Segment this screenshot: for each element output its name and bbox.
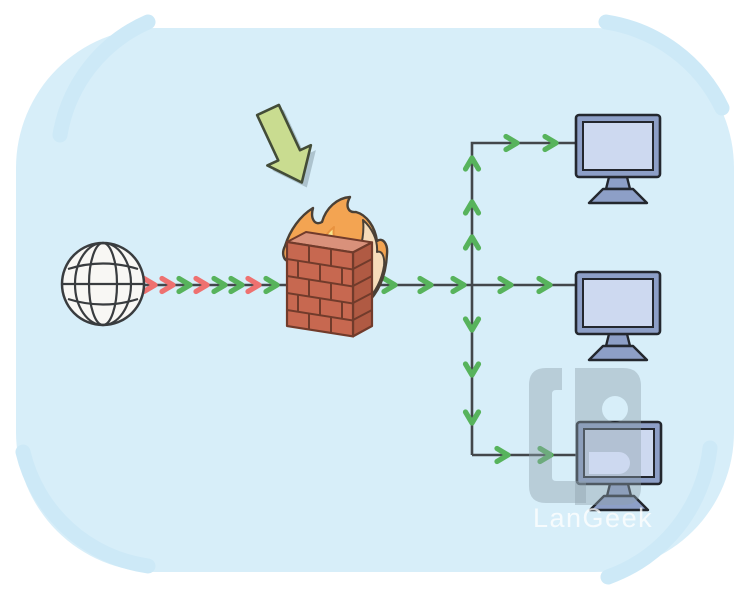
langeek-logo: LanGeek <box>529 368 653 533</box>
attention-arrow-icon <box>255 103 316 188</box>
monitor-base <box>588 494 650 512</box>
monitor-screen <box>582 121 654 171</box>
internet-globe-icon <box>60 241 146 327</box>
corner-arc-top-left <box>52 14 156 143</box>
globe-parallel <box>67 297 139 306</box>
langeek-logo-right-shape <box>575 368 641 505</box>
diagram-panel <box>16 28 734 572</box>
watermark-label: LanGeek <box>533 503 653 533</box>
monitor-base <box>587 344 649 362</box>
brick-vertical-joints <box>297 245 343 334</box>
monitor-neck <box>604 332 632 348</box>
brick-wall-face <box>285 240 355 338</box>
computer-monitor-icon-middle <box>574 270 662 362</box>
corner-arc-bottom-left <box>15 444 156 574</box>
corner-arc-bottom-right <box>600 440 718 585</box>
top-branch-line <box>470 141 576 455</box>
monitor-neck <box>604 175 632 191</box>
monitor-base <box>587 187 649 205</box>
brick-wall-icon <box>285 231 374 338</box>
globe-parallel <box>67 262 139 271</box>
attention-arrow <box>255 103 313 184</box>
brick-wall-side-face <box>351 241 374 338</box>
brick-side-joints <box>352 258 373 321</box>
computer-monitor-icon-bottom <box>575 420 663 512</box>
corner-arc-top-right <box>598 14 730 116</box>
langeek-logo-left-shape <box>529 368 586 503</box>
brick-wall-front <box>285 240 355 338</box>
firewall-icon <box>282 195 389 338</box>
computer-monitor-icon-top <box>574 113 662 205</box>
monitor-screen <box>582 278 654 328</box>
monitor-screen <box>583 428 655 478</box>
